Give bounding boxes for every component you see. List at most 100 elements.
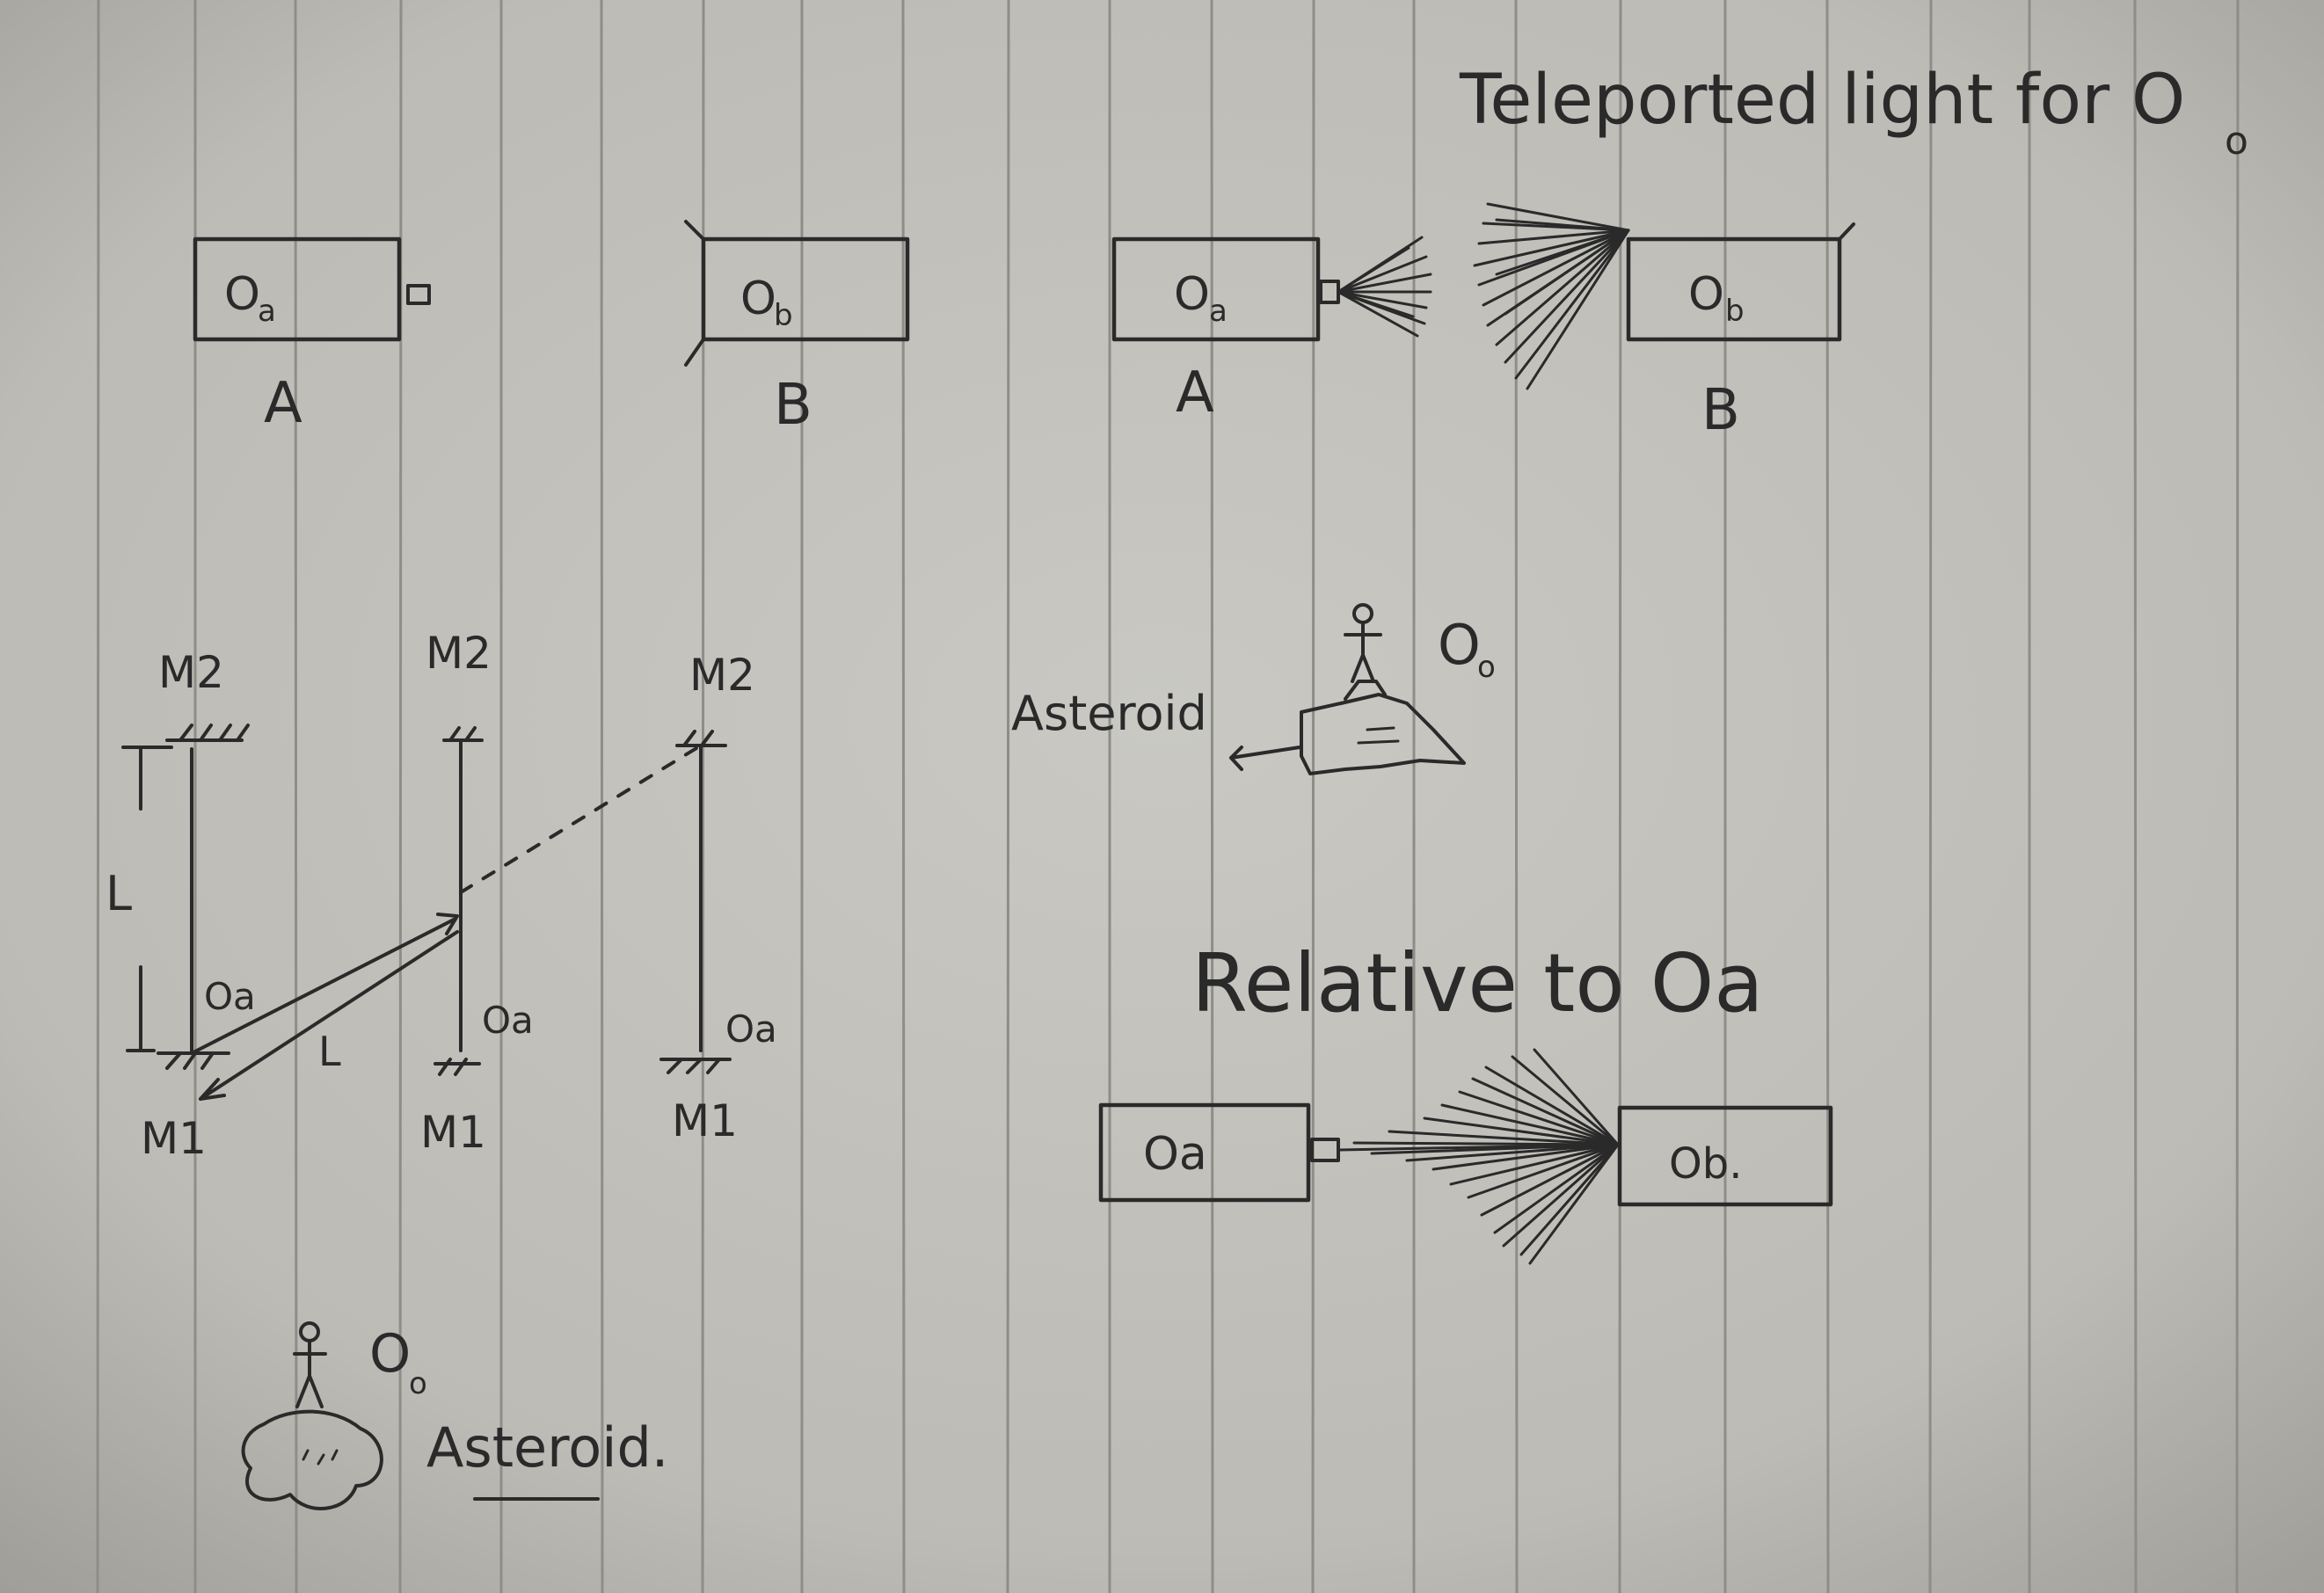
mirror-bottom-label-3: M1 <box>672 1095 738 1146</box>
diagonal-length-label: L <box>318 1028 341 1075</box>
light-ray <box>1432 1143 1620 1171</box>
mirror-top-label-3: M2 <box>689 650 755 701</box>
light-path-up <box>190 917 457 1055</box>
box-a-right-label: O <box>1174 268 1210 321</box>
ruled-line <box>1928 0 1933 1593</box>
clock-1-observer-label: Oa <box>204 975 256 1018</box>
box-a-subscript: a <box>258 294 276 329</box>
light-ray <box>1484 1066 1620 1146</box>
light-ray <box>1423 1117 1620 1146</box>
light-path-down <box>199 930 459 1101</box>
stick-figure-body <box>1344 621 1387 701</box>
ruled-line <box>1514 0 1519 1593</box>
light-ray <box>1405 1143 1620 1162</box>
clock-3-observer-label: Oa <box>725 1007 777 1051</box>
length-indicator <box>121 746 173 1052</box>
box-b <box>701 236 910 342</box>
asteroid-left-label: Asteroid. <box>426 1415 669 1480</box>
asteroid-pointer-arrow <box>1229 746 1301 771</box>
top-left-diagram: O a A O b B <box>193 220 910 438</box>
asteroid-right-observer: O <box>1438 613 1481 677</box>
light-ray <box>1493 1143 1620 1234</box>
asteroid-right-observer-sub: o <box>1477 650 1496 685</box>
light-spray-arrive <box>1473 202 1630 390</box>
light-ray <box>1511 1055 1620 1146</box>
light-ray <box>1504 229 1630 364</box>
light-ray <box>1337 273 1432 294</box>
heading: Teleported light for O o <box>1459 61 2248 164</box>
mirror-m1-3-icon <box>659 1058 732 1074</box>
asteroid-cloud-icon <box>241 1409 383 1510</box>
asteroid-rock-icon <box>1300 693 1466 775</box>
label-a: A <box>264 371 302 436</box>
light-ray <box>1528 1143 1620 1265</box>
light-ray <box>1519 1143 1620 1256</box>
relative-diagram: Relative to Oa Oa Ob. <box>1098 936 1833 1265</box>
light-ray <box>1480 1143 1620 1217</box>
light-ray <box>1337 290 1419 338</box>
box-ob <box>1617 1105 1833 1207</box>
ruled-line <box>2133 0 2138 1593</box>
light-ray <box>1337 290 1415 318</box>
light-ray <box>1526 229 1630 390</box>
mirror-m1-2-icon <box>433 1058 481 1076</box>
light-ray <box>1337 290 1428 309</box>
box-b-label: O <box>740 273 776 325</box>
light-ray <box>1495 229 1630 276</box>
box-a-right-subscript: a <box>1209 294 1228 329</box>
light-ray <box>1514 229 1630 380</box>
light-ray <box>1337 246 1410 294</box>
light-ray <box>1486 202 1630 232</box>
ruled-lines <box>96 0 2240 1593</box>
mirror-top-label-2: M2 <box>426 628 492 679</box>
stick-figure-left-body <box>293 1339 327 1408</box>
mirror-m2-2-icon <box>442 726 484 742</box>
ruled-line <box>1006 0 1010 1593</box>
asteroid-left-observer-sub: o <box>409 1366 427 1401</box>
light-ray <box>1473 229 1630 267</box>
length-label: L <box>106 866 132 921</box>
ruled-line <box>901 0 906 1593</box>
light-ray <box>1495 229 1630 346</box>
emitter-icon <box>406 284 431 305</box>
label-a-right: A <box>1176 360 1214 426</box>
ruled-line <box>1825 0 1830 1593</box>
asteroid-left-texture <box>302 1449 339 1466</box>
light-ray <box>1471 1077 1620 1146</box>
light-ray <box>1502 1143 1620 1247</box>
box-b-right <box>1626 236 1842 342</box>
top-right-diagram: O a A O b B <box>1111 202 1855 443</box>
box-a-label: O <box>224 268 260 321</box>
box-oa-label: Oa <box>1143 1128 1207 1181</box>
light-ray <box>1458 1090 1620 1146</box>
box-oa <box>1098 1102 1311 1203</box>
light-ray <box>1352 1141 1620 1146</box>
light-ray <box>1482 229 1630 307</box>
asteroid-left-observer: O <box>369 1323 411 1385</box>
light-path-down-arrowhead <box>199 1078 226 1101</box>
relative-caption: Relative to Oa <box>1191 936 1764 1030</box>
box-a <box>193 236 402 342</box>
light-ray <box>1477 229 1630 245</box>
light-ray <box>1533 1048 1620 1146</box>
mirror-bottom-label-2: M1 <box>420 1107 486 1158</box>
box-ob-label: Ob. <box>1669 1139 1743 1189</box>
mirror-m2-1-icon <box>165 724 250 742</box>
mirror-m2-3-icon <box>675 730 727 747</box>
light-ray <box>1449 1143 1620 1186</box>
ruled-line <box>1311 0 1315 1593</box>
box-b-right-subscript: b <box>1725 294 1745 329</box>
heading-text: Teleported light for O <box>1459 61 2185 140</box>
light-ray <box>1440 1103 1620 1146</box>
light-ray <box>1388 1130 1620 1146</box>
light-clocks-diagram: M2 M2 M2 L Oa Oa Oa L M1 M1 M1 <box>106 628 777 1164</box>
label-b: B <box>774 373 812 438</box>
receiver-marks <box>684 220 705 367</box>
clock-2-observer-label: Oa <box>482 999 534 1042</box>
asteroid-texture <box>1357 726 1400 745</box>
light-ray <box>1467 1143 1620 1199</box>
box-b-subscript: b <box>774 298 793 333</box>
light-spray-emit <box>1337 236 1432 338</box>
